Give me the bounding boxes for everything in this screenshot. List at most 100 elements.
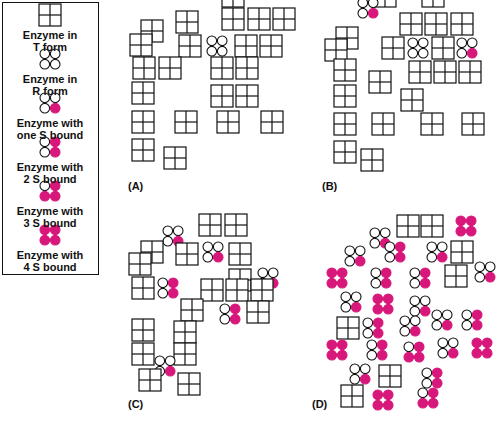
subunit-circle <box>456 226 466 236</box>
subunit-outline <box>211 85 233 107</box>
subunit-circle <box>173 226 183 236</box>
subunit-circle <box>367 340 377 350</box>
subunit-circle <box>410 296 420 306</box>
subunit-circle <box>350 364 360 374</box>
subunit-outline <box>341 385 363 407</box>
r-form-enzyme <box>158 278 178 298</box>
subunit-outline <box>175 111 197 133</box>
subunit-outline <box>382 37 404 59</box>
r-form-enzyme <box>422 368 442 388</box>
t-form-enzyme <box>199 214 221 236</box>
subunit-circle <box>220 304 230 314</box>
subunit-circle <box>50 147 60 157</box>
subunit-line <box>217 121 239 122</box>
r-form-enzyme <box>456 216 476 236</box>
subunit-line <box>361 159 383 160</box>
t-form-enzyme <box>217 111 239 133</box>
subunit-circle <box>472 320 482 330</box>
subunit-circle <box>482 338 492 348</box>
t-form-enzyme <box>132 82 154 104</box>
subunit-line <box>174 331 196 332</box>
subunit-line <box>176 253 198 254</box>
subunit-line <box>325 49 347 50</box>
subunit-circle <box>337 278 347 288</box>
t-form-enzyme <box>379 365 401 387</box>
subunit-outline <box>222 0 244 7</box>
subunit-circle <box>371 268 381 278</box>
r-form-enzyme <box>207 36 227 56</box>
subunit-circle <box>165 356 175 366</box>
r-form-enzyme <box>410 268 430 288</box>
subunit-line <box>251 289 273 290</box>
t-form-enzyme <box>334 59 356 81</box>
subunit-circle <box>40 235 50 245</box>
subunit-circle <box>337 350 347 360</box>
subunit-circle <box>370 228 380 238</box>
subunit-circle <box>373 294 383 304</box>
subunit-line <box>178 383 200 384</box>
subunit-circle <box>371 278 381 288</box>
r-form-enzyme <box>457 38 477 58</box>
subunit-circle <box>404 352 414 362</box>
subunit-circle <box>377 340 387 350</box>
subunit-circle <box>40 147 50 157</box>
subunit-circle <box>268 268 278 278</box>
t-form-enzyme <box>421 215 443 237</box>
t-form-enzyme <box>130 34 152 56</box>
subunit-circle <box>437 242 447 252</box>
r-form-enzyme <box>327 268 347 288</box>
subunit-circle <box>428 388 438 398</box>
subunit-circle <box>337 268 347 278</box>
subunit-circle <box>438 348 448 358</box>
t-form-enzyme <box>176 243 198 265</box>
subunit-circle <box>410 326 420 336</box>
subunit-outline <box>39 4 61 26</box>
r-form-enzyme <box>404 342 424 362</box>
subunit-circle <box>418 388 428 398</box>
subunit-line <box>174 353 196 354</box>
subunit-line <box>175 121 197 122</box>
subunit-outline <box>225 214 247 236</box>
r-form-enzyme <box>363 318 383 338</box>
subunit-outline <box>273 8 295 30</box>
t-form-enzyme <box>260 35 282 57</box>
subunit-line <box>462 123 484 124</box>
subunit-outline <box>459 61 481 83</box>
t-form-enzyme <box>226 279 248 301</box>
subunit-circle <box>456 216 466 226</box>
subunit-outline <box>334 85 356 107</box>
subunit-circle <box>472 338 482 348</box>
r-form-enzyme <box>203 242 223 262</box>
subunit-line <box>139 379 161 380</box>
subunit-circle <box>432 310 442 320</box>
t-form-enzyme <box>236 57 258 79</box>
subunit-circle <box>418 38 428 48</box>
t-form-enzyme <box>425 13 447 35</box>
subunit-circle <box>341 302 351 312</box>
panel-label: (A) <box>128 180 143 193</box>
subunit-line <box>141 30 163 31</box>
subunit-circle <box>442 310 452 320</box>
t-form-enzyme <box>451 13 473 35</box>
subunit-circle <box>427 242 437 252</box>
subunit-line <box>179 45 201 46</box>
t-form-enzyme <box>139 369 161 391</box>
subunit-line <box>132 121 154 122</box>
subunit-line <box>425 23 447 24</box>
subunit-circle <box>213 242 223 252</box>
subunit-circle <box>360 374 370 384</box>
subunit-circle <box>428 398 438 408</box>
subunit-outline <box>132 277 154 299</box>
panel-label: (D) <box>312 398 327 411</box>
t-form-enzyme <box>421 113 443 135</box>
subunit-circle <box>355 246 365 256</box>
t-form-enzyme <box>174 321 196 343</box>
t-form-enzyme <box>251 279 273 301</box>
subunit-circle <box>380 228 390 238</box>
t-form-enzyme <box>248 8 270 30</box>
subunit-outline <box>229 243 251 265</box>
subunit-outline <box>176 11 198 33</box>
r-form-enzyme <box>475 262 495 282</box>
subunit-outline <box>247 301 269 323</box>
subunit-line <box>459 71 481 72</box>
